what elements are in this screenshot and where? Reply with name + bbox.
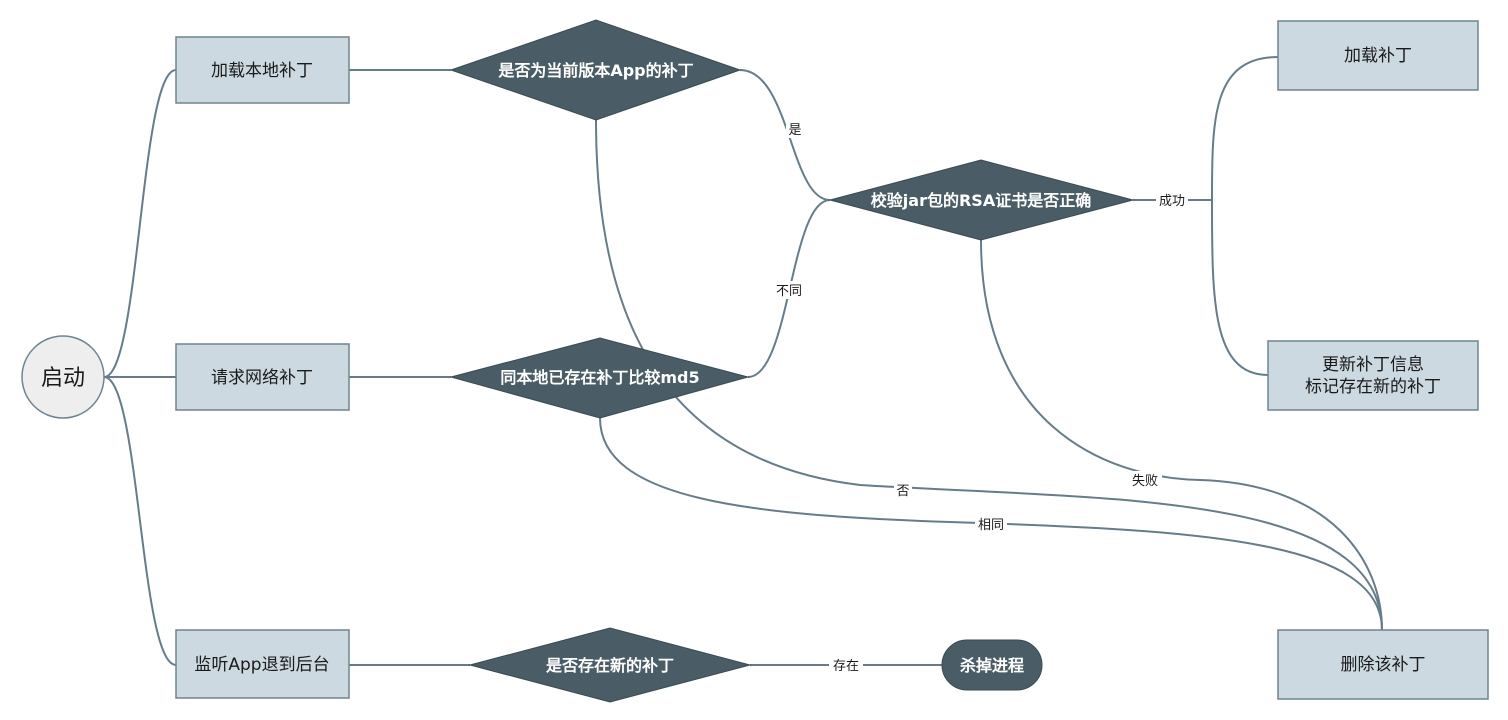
edge-label-different: 不同 <box>774 281 804 299</box>
edge-label-same-text: 相同 <box>978 518 1004 533</box>
edge-label-yes: 是 <box>786 120 804 138</box>
connector-compare-delete <box>599 417 1383 631</box>
diamond-is-current-label: 是否为当前版本App的补丁 <box>497 61 693 80</box>
box-request-net-label: 请求网络补丁 <box>211 368 313 388</box>
box-update-info-line1: 更新补丁信息 <box>1322 355 1424 375</box>
box-delete-patch-label: 删除该补丁 <box>1341 655 1426 675</box>
diamond-has-new: 是否存在新的补丁 <box>468 627 752 703</box>
diamond-compare-md5: 同本地已存在补丁比较md5 <box>449 337 750 419</box>
box-load-patch: 加载补丁 <box>1277 20 1479 91</box>
box-load-local: 加载本地补丁 <box>175 36 350 104</box>
edge-label-no-text: 否 <box>896 484 909 499</box>
edge-label-exists: 存在 <box>829 656 863 674</box>
edge-label-no: 否 <box>894 481 912 499</box>
edge-label-success: 成功 <box>1156 191 1188 209</box>
diamond-is-current: 是否为当前版本App的补丁 <box>449 19 742 121</box>
connector-verify-update-info <box>1211 199 1269 376</box>
diamond-compare-md5-label: 同本地已存在补丁比较md5 <box>500 368 699 387</box>
edge-labels: 是 不同 成功 失败 否 相同 存在 <box>774 120 1188 674</box>
box-request-net: 请求网络补丁 <box>175 343 350 411</box>
edge-label-success-text: 成功 <box>1159 194 1185 209</box>
edge-label-exists-text: 存在 <box>833 659 859 674</box>
edge-label-different-text: 不同 <box>776 284 802 299</box>
box-listen-bg: 监听App退到后台 <box>175 629 350 699</box>
diamond-verify-rsa: 校验jar包的RSA证书是否正确 <box>828 159 1135 241</box>
connector-verify-load-patch <box>1133 56 1279 201</box>
connector-start-listen-bg <box>103 376 177 666</box>
edge-label-same: 相同 <box>975 515 1007 533</box>
box-delete-patch: 删除该补丁 <box>1277 629 1489 700</box>
box-load-local-label: 加载本地补丁 <box>211 61 313 81</box>
kill-process-node: 杀掉进程 <box>941 639 1043 691</box>
start-node: 启动 <box>21 335 105 419</box>
connector-start-load-local <box>103 69 177 378</box>
edge-label-fail: 失败 <box>1128 471 1162 489</box>
edge-label-fail-text: 失败 <box>1132 474 1158 489</box>
kill-process-label: 杀掉进程 <box>960 656 1024 675</box>
connector-is-current-delete <box>595 119 1383 631</box>
connector-is-current-verify <box>739 69 831 201</box>
box-update-info: 更新补丁信息 标记存在新的补丁 <box>1267 340 1479 411</box>
diamond-has-new-label: 是否存在新的补丁 <box>545 656 674 675</box>
box-listen-bg-label: 监听App退到后台 <box>194 655 329 675</box>
edge-label-yes-text: 是 <box>788 123 801 138</box>
connector-verify-delete <box>980 239 1383 631</box>
diamond-verify-rsa-label: 校验jar包的RSA证书是否正确 <box>871 191 1091 210</box>
box-update-info-line2: 标记存在新的补丁 <box>1305 377 1441 397</box>
box-load-patch-label: 加载补丁 <box>1344 46 1412 66</box>
start-node-label: 启动 <box>41 366 85 391</box>
